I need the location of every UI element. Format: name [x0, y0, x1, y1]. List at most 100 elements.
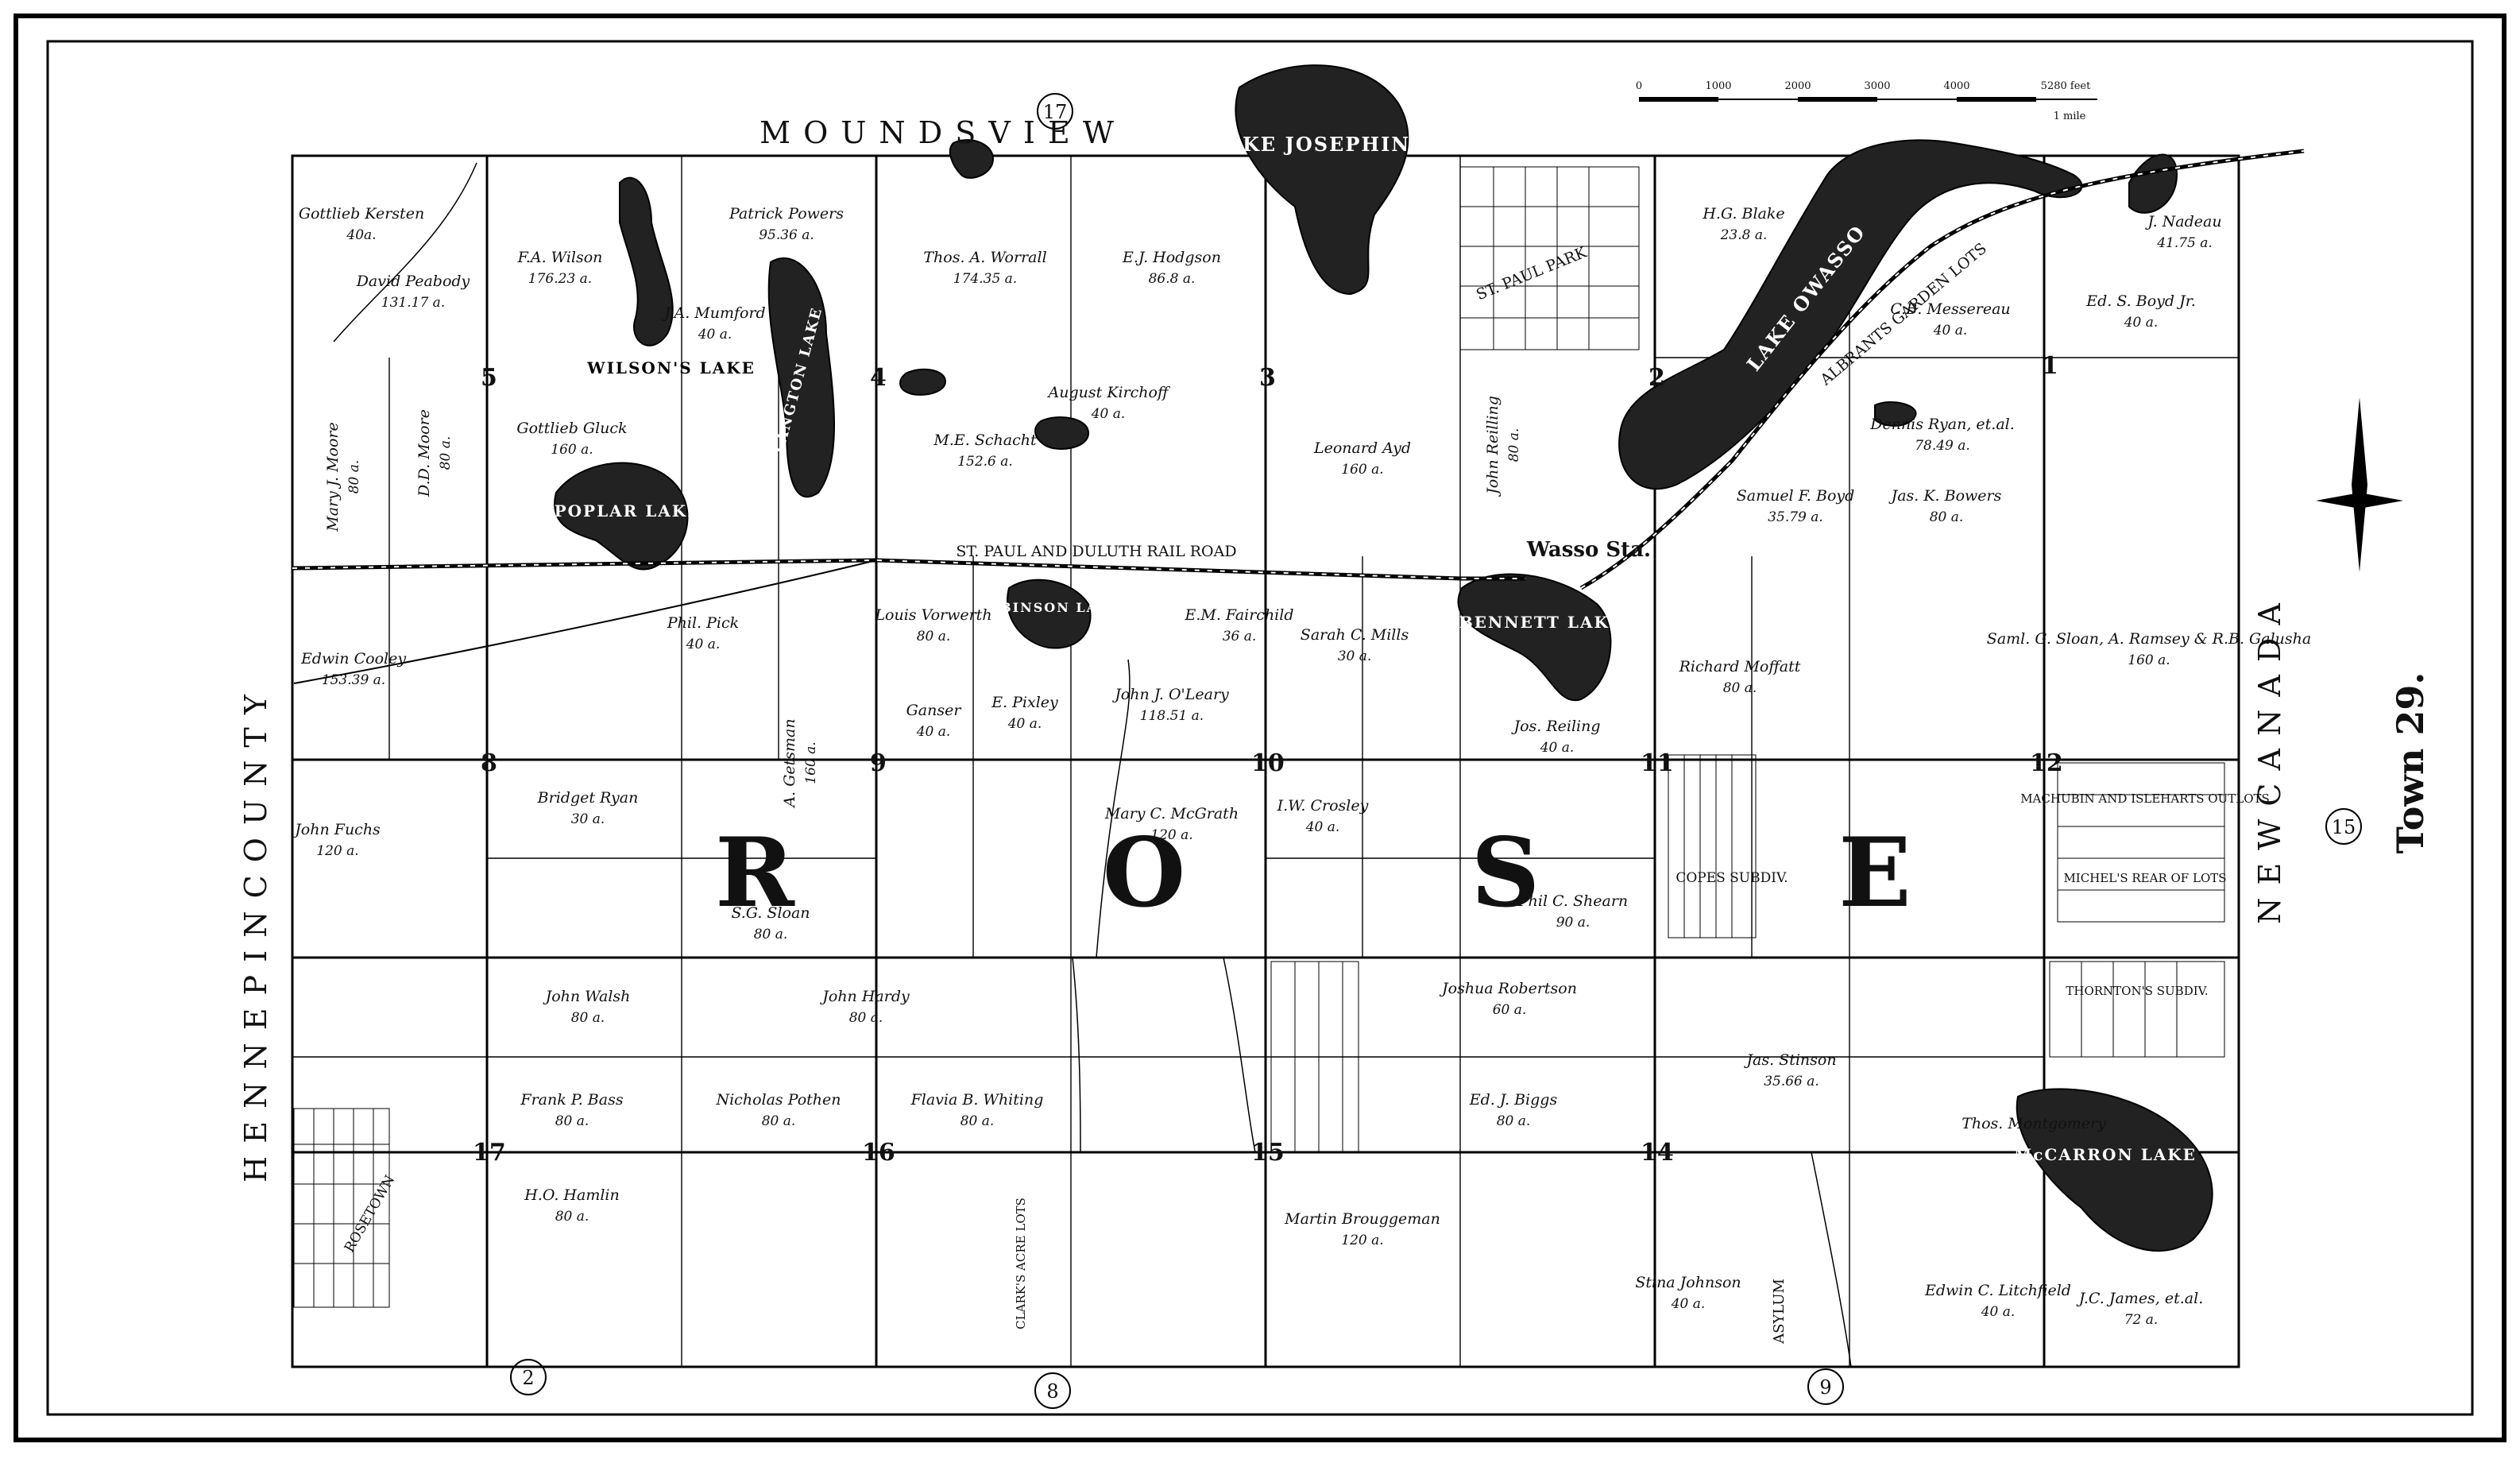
parcel-owner: Ed. S. Boyd Jr. [2085, 292, 2196, 310]
parcel-owner: Frank P. Bass [520, 1091, 623, 1109]
parcel-acreage: 40 a. [1671, 1296, 1706, 1312]
addition-6: ASYLUM [1771, 1279, 1788, 1345]
parcel-acreage: 80 a. [555, 1209, 589, 1225]
north-border-label: M O U N D S V I E W [759, 115, 1115, 150]
parcel-owner: Phil C. Shearn [1517, 892, 1628, 910]
parcel-acreage: 80 a. [849, 1010, 883, 1026]
pond-north [949, 139, 995, 179]
parcel: Dennis Ryan, et.al.78.49 a. [1869, 416, 2015, 454]
parcel-acreage: 174.35 a. [953, 271, 1017, 287]
parcel-acreage: 35.66 a. [1764, 1074, 1819, 1089]
addition-8: ROSETOWN [342, 1172, 399, 1255]
parcel-owner: Thos. Montgomery [1962, 1115, 2106, 1132]
parcel-acreage: 80 a. [555, 1113, 589, 1129]
parcel-acreage: 40 a. [1540, 740, 1575, 756]
parcel: J. Nadeau 41.75 a. [2144, 213, 2221, 251]
parcel-acreage: 41.75 a. [2156, 235, 2213, 251]
section-number-12: 12 [2030, 749, 2063, 777]
parcel-owner: Stina Johnson [1635, 1274, 1741, 1291]
parcel-owner: Gottlieb Gluck [516, 420, 627, 437]
parcel-acreage: 40a. [346, 227, 376, 243]
parcel-acreage: 160 a. [1341, 462, 1383, 478]
section-number-2: 2 [1648, 364, 1665, 392]
parcel-acreage: 160 a. [803, 741, 819, 784]
adjacent-towns [510, 93, 2362, 1409]
parcel-owner: D.D. Moore [415, 409, 433, 497]
parcel-owner: Nicholas Pothen [715, 1091, 841, 1109]
parcel-owner: E.M. Fairchild [1184, 606, 1293, 624]
adjacent-town-0: 17 [1043, 101, 1068, 123]
section-number-10: 10 [1251, 749, 1285, 777]
addition-3: MACHUBIN AND ISLEHARTS OUTLOTS [2020, 791, 2270, 806]
parcel-acreage: 35.79 a. [1768, 509, 1823, 525]
parcel-owner: Thos. A. Worrall [923, 249, 1046, 266]
parcel-owner: J. Nadeau [2144, 213, 2221, 230]
parcel-acreage: 40 a. [698, 327, 732, 342]
compass-rose-icon [2316, 397, 2403, 572]
parcel-owner: Jas. Stinson [1743, 1051, 1836, 1069]
section-number-8: 8 [481, 749, 497, 777]
parcel-owner: John J. O'Leary [1111, 686, 1229, 703]
parcel-acreage: 72 a. [2124, 1312, 2159, 1328]
parcel: Thos. A. Worrall 174.35 a. [923, 249, 1046, 287]
parcel-owner: Gottlieb Kersten [299, 205, 424, 223]
parcel-acreage: 120 a. [316, 843, 358, 859]
addition-7: CLARK'S ACRE LOTS [1014, 1198, 1028, 1329]
section-number-11: 11 [1641, 749, 1674, 777]
parcel-acreage: 120 a. [1341, 1233, 1383, 1248]
adjacent-town-3: 8 [1046, 1380, 1058, 1403]
parcel: Stina Johnson 40 a. [1635, 1274, 1741, 1312]
parcel-owner: A. Getsman [781, 718, 798, 808]
west-border-label: H E N N E P I N C O U N T Y [238, 693, 273, 1182]
parcel-acreage: 60 a. [1493, 1002, 1527, 1018]
mccarron-lake [2016, 1088, 2213, 1252]
lake-josephine [1235, 64, 1409, 296]
lot-grids [293, 166, 2225, 1308]
section-number-9: 9 [870, 749, 887, 777]
parcel-acreage: 40 a. [686, 637, 721, 652]
parcel-owner: M.E. Schacht [933, 432, 1037, 449]
inner-frame [46, 40, 2474, 1416]
parcel-acreage: 80 a. [1930, 509, 1964, 525]
parcel-owner: E.J. Hodgson [1122, 249, 1221, 266]
parcel-acreage: 86.8 a. [1149, 271, 1196, 287]
parcel-owner: F.A. Wilson [517, 249, 603, 266]
parcel-owner: David Peabody [356, 273, 470, 290]
township-letter-2: S [1471, 817, 1540, 929]
township-letter-0: R [715, 817, 795, 929]
parcel-owner: Jos. Reiling [1510, 718, 1600, 735]
section-number-4: 4 [870, 364, 887, 392]
lake-label-0: LAKE JOSEPHINE [1211, 133, 1426, 156]
parcel-owner: Flavia B. Whiting [910, 1091, 1044, 1109]
parcel-acreage: 40 a. [2124, 315, 2159, 331]
poplar-lake [554, 462, 689, 571]
lake-label-6: BENNETT LAKE [1459, 613, 1623, 632]
scale-tick-1: 1000 [1705, 80, 1731, 92]
lake-label-2: WILSON'S LAKE [586, 358, 756, 377]
parcel-owner: John Reilling [1484, 396, 1502, 497]
parcel-owner: Ganser [906, 702, 963, 719]
parcel-owner: Edwin Cooley [300, 650, 406, 668]
parcel-acreage: 40 a. [1305, 819, 1340, 835]
section-grid [292, 156, 2239, 1367]
adjacent-town-2: 2 [522, 1367, 534, 1389]
